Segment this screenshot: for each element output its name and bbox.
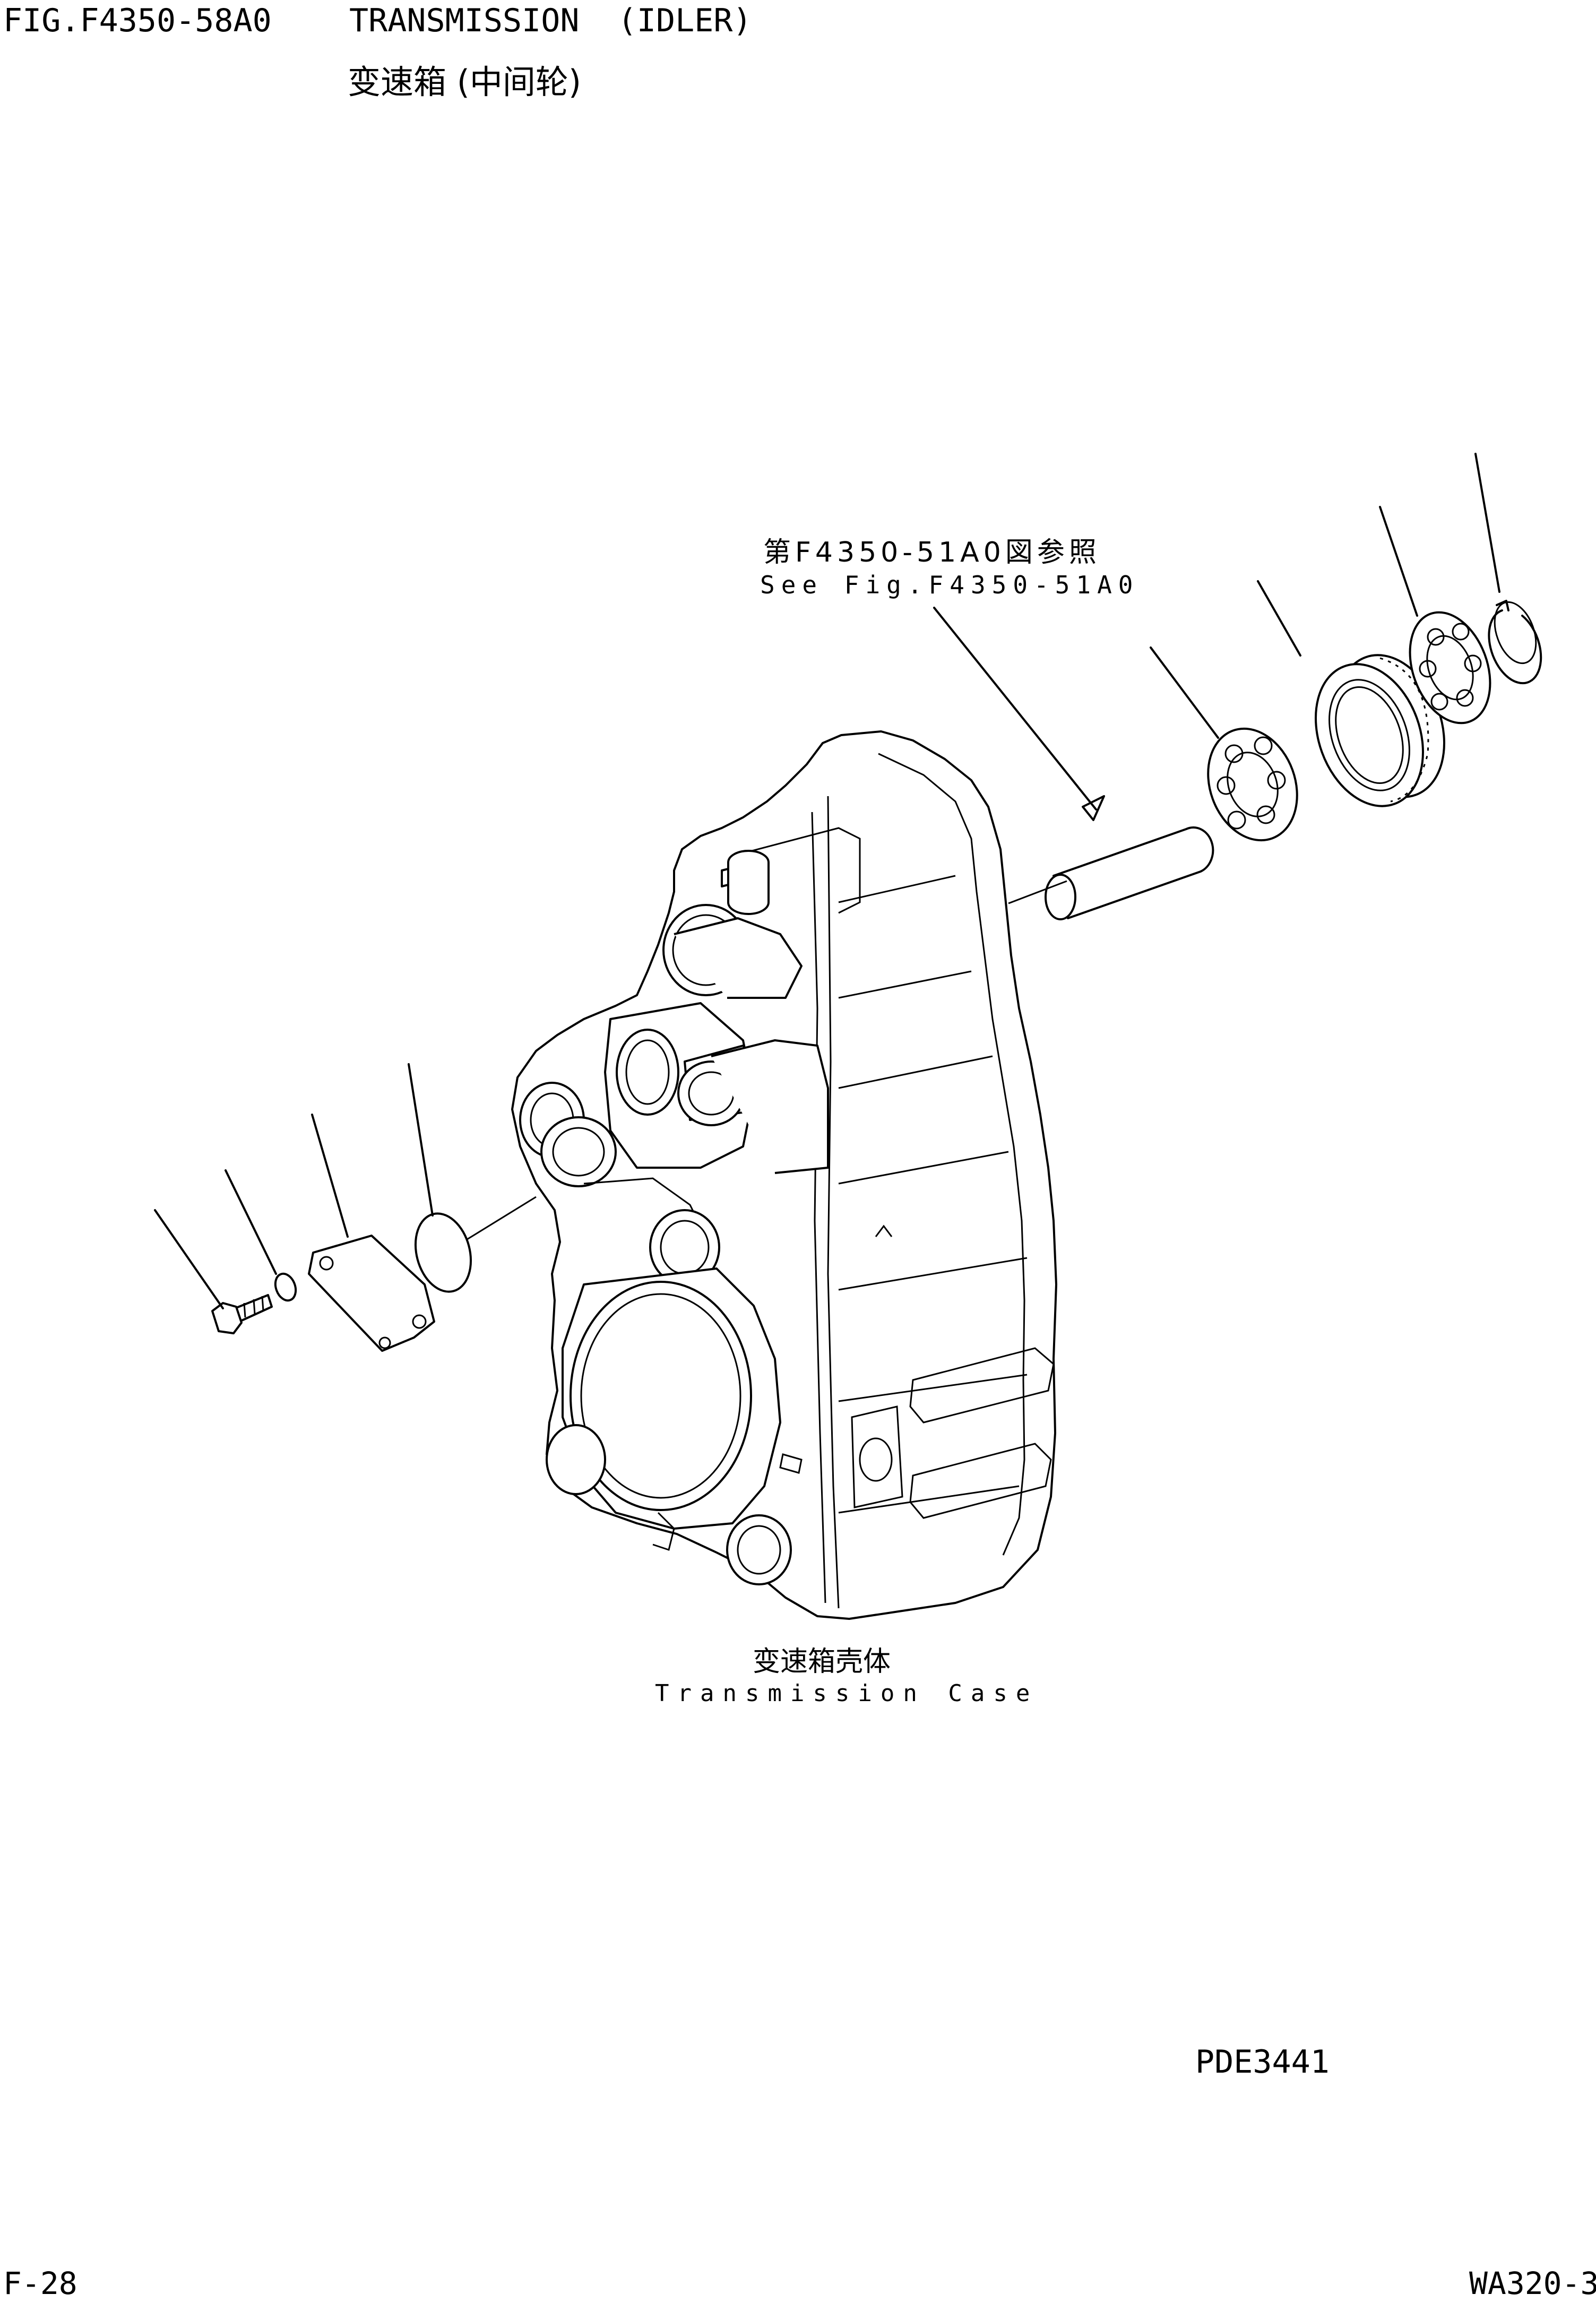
page-number: F-28 — [3, 2265, 77, 2301]
figure-number: FIG.F4350-58A0 — [3, 2, 272, 39]
ball-bearing-outer — [1409, 611, 1491, 724]
hex-bolt — [211, 1294, 273, 1334]
reference-label-cn: 第F4350-51A0図参照 — [763, 537, 1101, 568]
model-number: WA320-3 — [1469, 2265, 1596, 2301]
figure-title-en: TRANSMISSION (IDLER) — [349, 2, 752, 39]
transmission-case — [511, 730, 1057, 1620]
case-label-en: Transmission Case — [655, 1680, 1039, 1707]
ball-bearing-inner — [1207, 727, 1298, 842]
case-label-cn: 变速箱壳体 — [753, 1646, 891, 1678]
figure-title-cn: 变速箱 (中间轮) — [348, 63, 582, 101]
idler-gear — [1315, 654, 1445, 807]
leader-lines — [154, 453, 1500, 1309]
snap-ring — [1488, 600, 1542, 685]
drawing-number: PDE3441 — [1195, 2043, 1330, 2081]
reference-label-en: See Fig.F4350-51A0 — [760, 571, 1140, 599]
idler-shaft — [1045, 826, 1214, 920]
lock-washer — [274, 1272, 297, 1302]
cover-plate — [308, 1235, 435, 1352]
